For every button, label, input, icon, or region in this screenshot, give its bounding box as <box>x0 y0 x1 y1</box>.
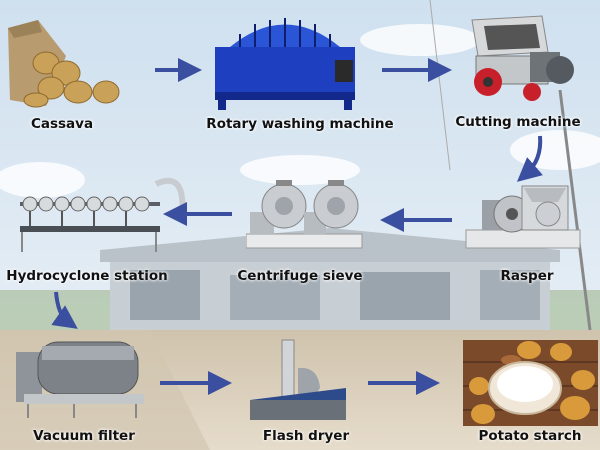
rotary-washing-machine-image <box>215 18 355 110</box>
arrow-cutting-to-rasper <box>516 135 543 182</box>
potato-starch-image <box>463 340 598 426</box>
cutting-machine-image <box>471 15 574 101</box>
flash-dryer-image <box>250 339 346 420</box>
arrow-hydro-to-vacuum <box>51 291 78 329</box>
utility-pole <box>429 0 592 331</box>
rasper-image <box>465 185 581 249</box>
hydrocyclone-station-image <box>20 177 186 252</box>
vacuum-filter-label: Vacuum filter <box>33 428 135 444</box>
centrifuge-sieve-image <box>246 180 363 249</box>
clouds <box>0 24 600 198</box>
vacuum-filter-image <box>16 341 144 418</box>
rasper-label: Rasper <box>500 268 554 284</box>
cassava-label: Cassava <box>30 116 94 132</box>
flash-dryer-label: Flash dryer <box>262 428 350 444</box>
cassava-sack-image <box>8 20 120 108</box>
hydrocyclone-station-label: Hydrocyclone station <box>6 268 168 284</box>
potato-starch-label: Potato starch <box>478 428 582 444</box>
rotary-washing-machine-label: Rotary washing machine <box>206 116 394 132</box>
cutting-machine-label: Cutting machine <box>455 114 581 130</box>
centrifuge-sieve-label: Centrifuge sieve <box>237 268 363 284</box>
